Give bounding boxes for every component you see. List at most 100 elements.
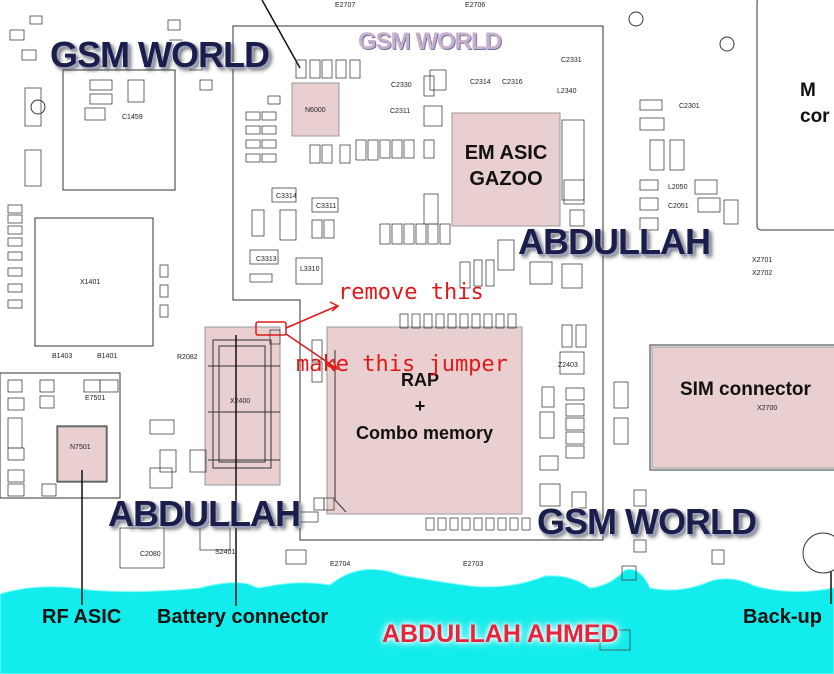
- ref-x2400: X2400: [230, 398, 251, 405]
- rf-asic-callout: RF ASIC: [42, 606, 122, 628]
- smd-pad: [509, 517, 519, 531]
- smd-pad: [439, 223, 451, 245]
- cyan-band: [0, 568, 834, 674]
- right-top-module: [756, 0, 834, 231]
- ref-l2340: L2340: [557, 88, 577, 95]
- smd-pad: [565, 417, 585, 431]
- x1401-box: [34, 217, 154, 347]
- smd-pad: [323, 497, 335, 511]
- smd-pad: [249, 249, 279, 265]
- ref-e2707: E2707: [335, 2, 356, 9]
- smd-pad: [335, 59, 347, 79]
- smd-pad: [7, 267, 23, 277]
- smd-pad: [423, 105, 443, 127]
- smd-pad: [245, 153, 261, 163]
- smd-pad: [561, 324, 573, 348]
- em-asic-chip: [451, 112, 561, 227]
- smd-pad: [449, 517, 459, 531]
- smd-pad: [245, 139, 261, 149]
- watermark-gsm-bottom-right: GSM WORLD: [537, 501, 757, 542]
- smd-pad: [565, 387, 585, 401]
- smd-pad: [694, 179, 718, 195]
- smd-pad: [435, 313, 445, 329]
- smd-pad: [559, 351, 585, 375]
- ref-z2403: Z2403: [558, 362, 578, 369]
- smd-pad: [621, 565, 637, 581]
- smd-pad: [565, 403, 585, 417]
- smd-pad: [24, 149, 42, 187]
- smd-pad: [7, 283, 23, 293]
- ref-n7501: N7501: [70, 444, 91, 451]
- smd-pad: [483, 313, 493, 329]
- smd-pad: [89, 93, 113, 105]
- smd-pad: [521, 517, 531, 531]
- smd-pad: [313, 497, 325, 511]
- smd-pad: [423, 75, 435, 97]
- smd-pad: [321, 59, 333, 79]
- smd-pad: [84, 107, 106, 121]
- ref-c3314: C3314: [276, 193, 297, 200]
- smd-pad: [539, 411, 555, 439]
- smd-pad: [507, 313, 517, 329]
- smd-pad: [267, 95, 281, 105]
- smd-pad: [539, 455, 559, 471]
- smd-pad: [399, 313, 409, 329]
- smd-pad: [415, 223, 427, 245]
- smd-pad: [309, 144, 321, 164]
- em-asic-label: EM ASIC GAZOO: [464, 142, 548, 190]
- smd-pad: [633, 489, 647, 507]
- smd-pad: [639, 117, 665, 131]
- smd-pad: [669, 139, 685, 171]
- ref-x2701: X2701: [752, 257, 773, 264]
- smd-pad: [495, 313, 505, 329]
- smd-pad: [41, 483, 57, 497]
- ref-c2314: C2314: [470, 79, 491, 86]
- ref-c2301: C2301: [679, 103, 700, 110]
- smd-pad: [711, 549, 725, 565]
- smd-pad: [99, 379, 119, 393]
- smd-pad: [599, 629, 631, 651]
- smd-pad: [561, 119, 585, 201]
- smd-pad: [311, 197, 339, 213]
- smd-pad: [7, 204, 23, 214]
- smd-pad: [261, 139, 277, 149]
- smd-pad: [199, 521, 231, 551]
- smd-pad: [697, 197, 721, 213]
- ref-c2080: C2080: [140, 551, 161, 558]
- sim-connector-box: [649, 344, 834, 471]
- ref-c2051: C2051: [668, 203, 689, 210]
- smd-pad: [295, 59, 307, 79]
- smd-pad: [423, 139, 435, 159]
- ref-s2401: S2401: [215, 549, 236, 556]
- smd-pad: [473, 517, 483, 531]
- smd-pad: [561, 263, 583, 289]
- smd-pad: [189, 59, 203, 71]
- smd-pad: [245, 125, 261, 135]
- smd-pad: [7, 251, 23, 261]
- memory-card-connector-partial-label: M cor: [800, 80, 830, 127]
- smd-pad: [367, 139, 379, 161]
- smd-pad: [261, 111, 277, 121]
- smd-pad: [473, 259, 483, 287]
- smd-pad: [447, 313, 457, 329]
- smd-pad: [427, 223, 439, 245]
- smd-pad: [339, 144, 351, 164]
- smd-pad: [261, 125, 277, 135]
- smd-pad: [403, 223, 415, 245]
- battery-connector-callout: Battery connector: [157, 606, 329, 628]
- smd-pad: [159, 264, 169, 278]
- smd-pad: [311, 339, 323, 361]
- smd-pad: [21, 49, 37, 61]
- ref-c2311: C2311: [390, 108, 411, 115]
- smd-pad: [271, 187, 297, 203]
- smd-pad: [485, 259, 495, 287]
- ref-c2330: C2330: [391, 82, 412, 89]
- smd-pad: [119, 527, 165, 569]
- smd-pad: [639, 99, 663, 111]
- smd-pad: [723, 199, 739, 225]
- smd-pad: [423, 193, 439, 225]
- smd-pad: [127, 79, 145, 103]
- smd-pad: [497, 517, 507, 531]
- battery-connector-area: [204, 326, 281, 486]
- ref-e2704: E2704: [330, 561, 351, 568]
